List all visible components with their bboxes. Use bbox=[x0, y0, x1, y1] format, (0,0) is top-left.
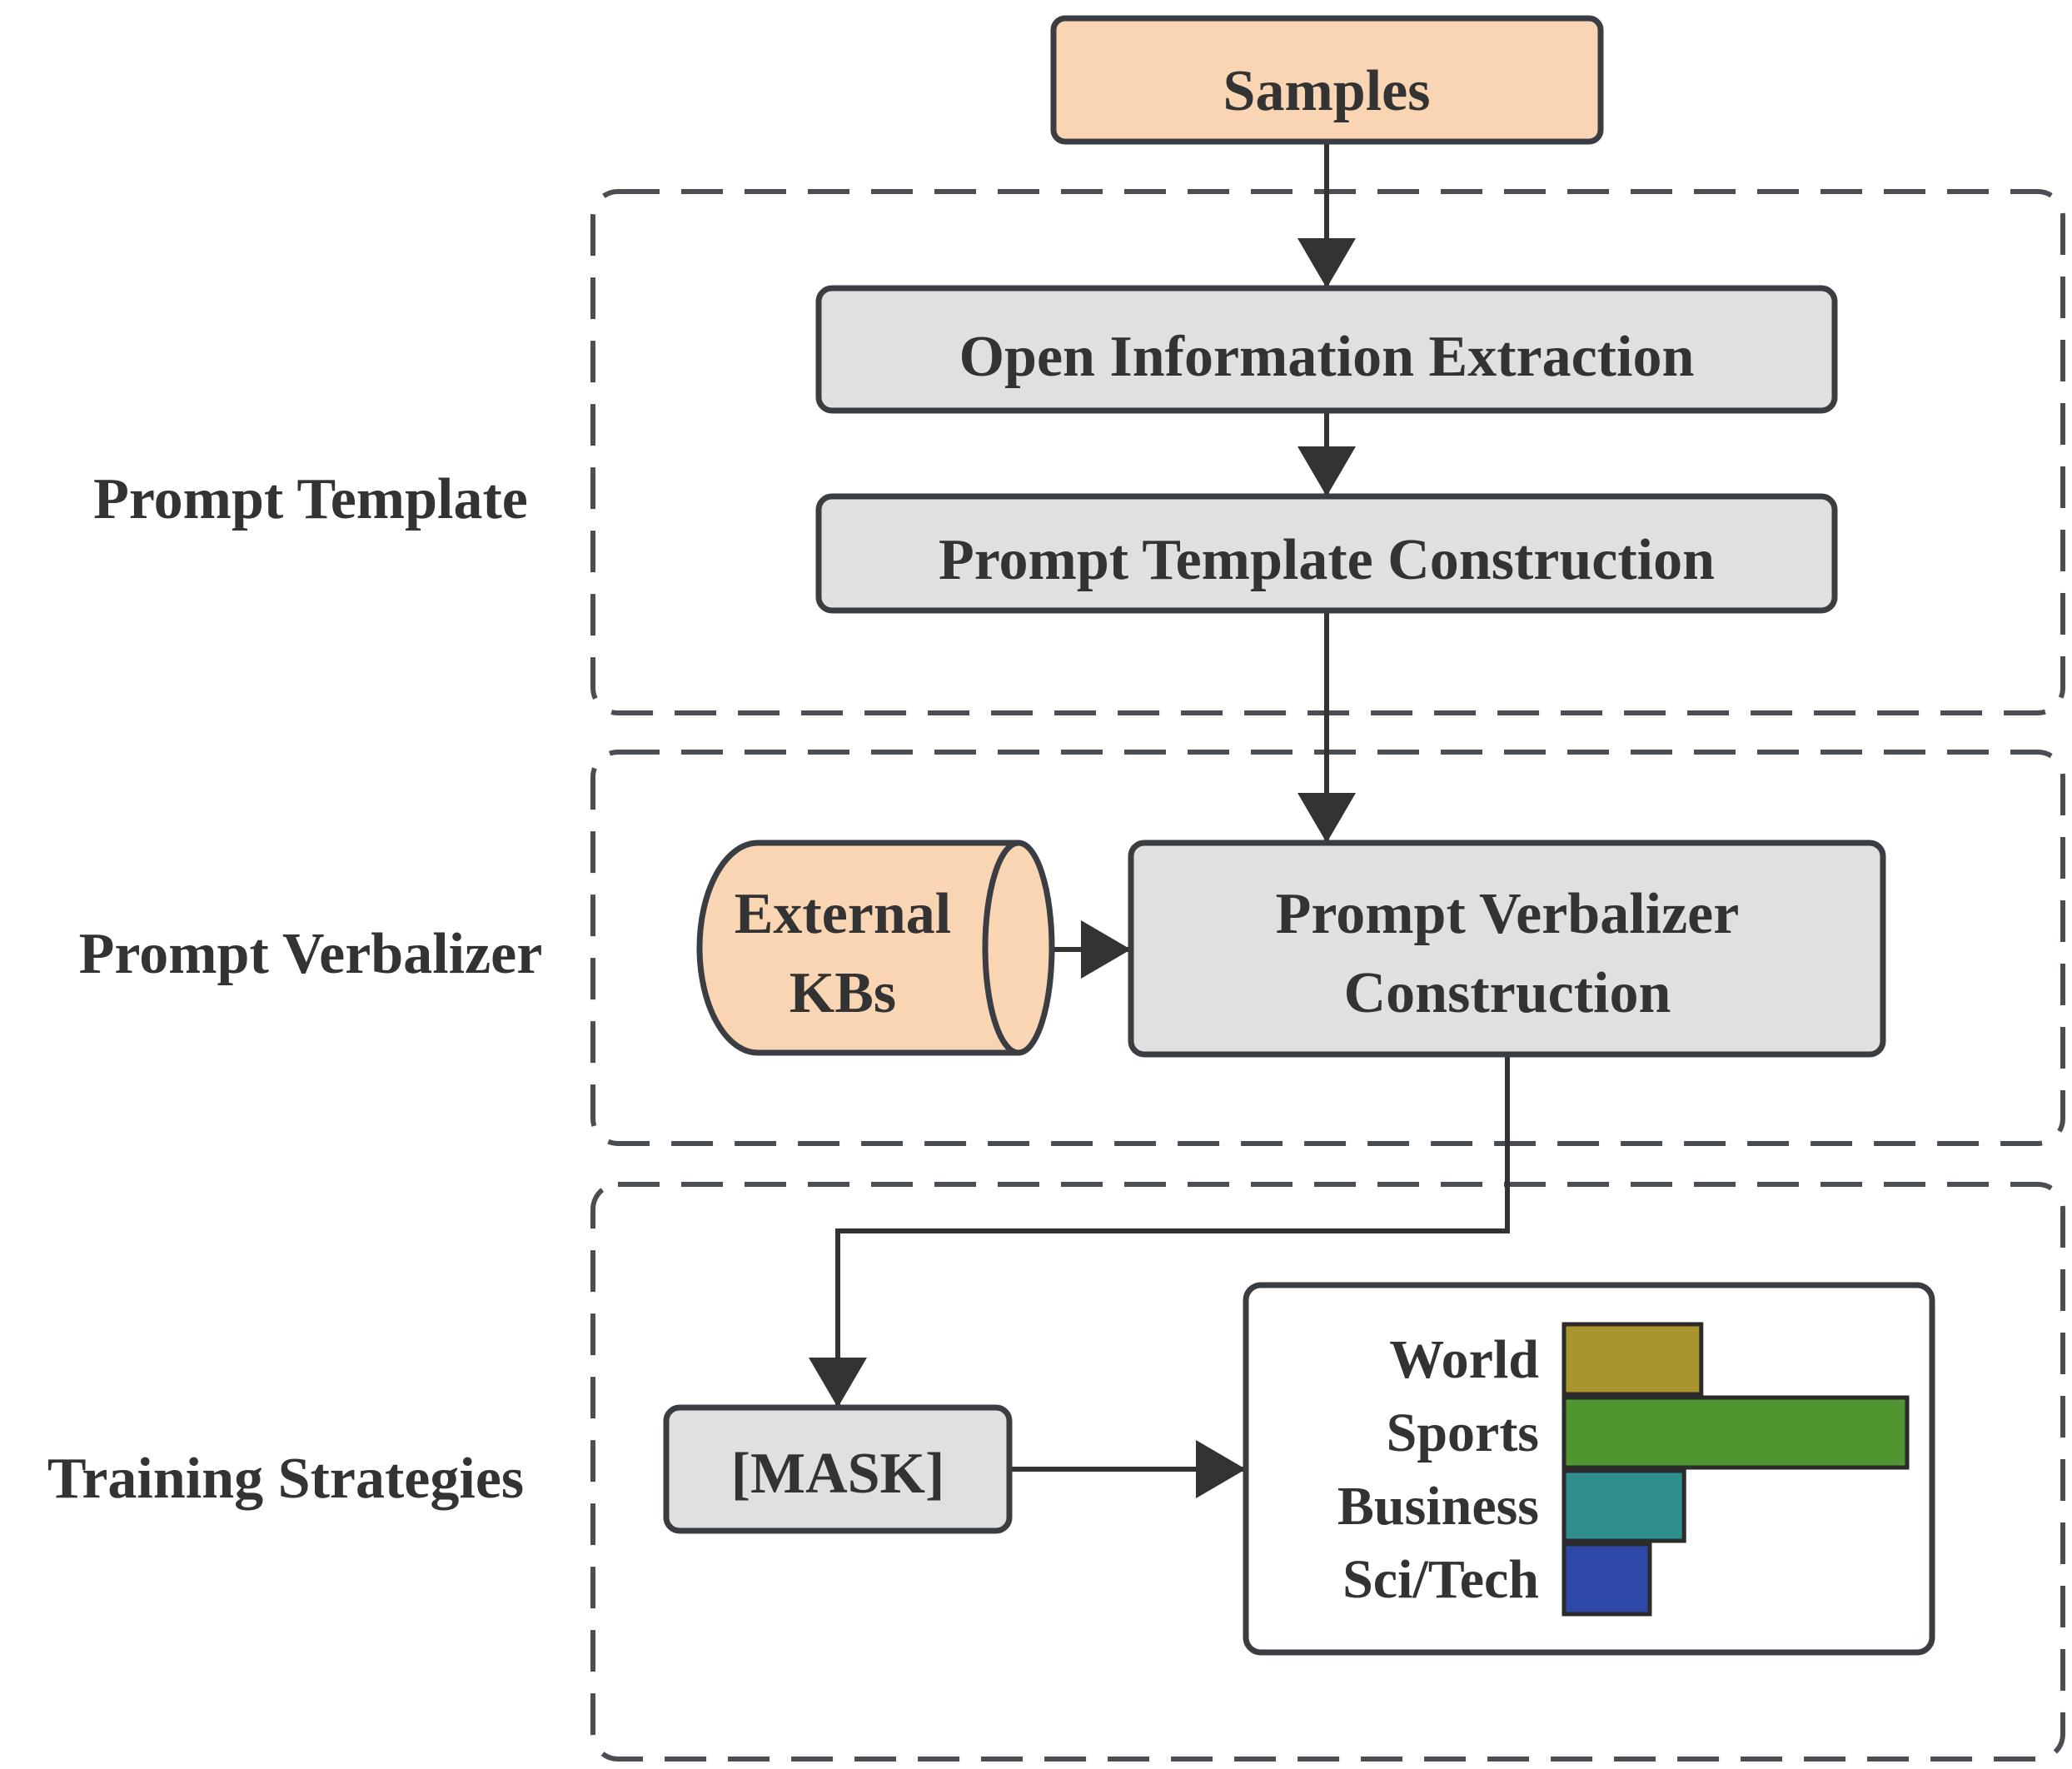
prompt-verbalizer-construction-label-line2: Construction bbox=[1344, 961, 1671, 1025]
mask-label: [MASK] bbox=[731, 1442, 945, 1506]
prompt-verbalizer-construction-node: Prompt Verbalizer Construction bbox=[1128, 840, 1886, 1058]
bars-layer bbox=[1561, 1322, 1910, 1617]
section-label-prompt-verbalizer: Prompt Verbalizer bbox=[79, 922, 543, 986]
bar-world bbox=[1561, 1322, 1704, 1397]
bar-business bbox=[1561, 1468, 1686, 1543]
bar-sports bbox=[1561, 1395, 1910, 1470]
prompt-template-construction-node: Prompt Template Construction bbox=[815, 493, 1838, 614]
samples-node: Samples bbox=[1050, 15, 1604, 145]
section-label-training-strategies: Training Strategies bbox=[47, 1447, 524, 1511]
samples-label: Samples bbox=[1223, 59, 1431, 123]
arrow-verbalizer-to-mask bbox=[809, 1054, 1510, 1408]
mask-node: [MASK] bbox=[663, 1404, 1013, 1534]
section-label-prompt-template: Prompt Template bbox=[93, 467, 528, 531]
training-strategies-group bbox=[590, 1182, 2065, 1762]
external-kbs-database: External KBs bbox=[696, 840, 1055, 1056]
bar-label-sci-tech: Sci/Tech bbox=[1342, 1549, 1539, 1610]
bar-label-business: Business bbox=[1337, 1476, 1539, 1537]
open-information-extraction-node: Open Information Extraction bbox=[815, 285, 1838, 414]
prompt-template-construction-label: Prompt Template Construction bbox=[939, 528, 1715, 592]
bar-label-world: World bbox=[1389, 1329, 1539, 1390]
bar-label-sports: Sports bbox=[1387, 1403, 1539, 1463]
prompt-verbalizer-construction-label-line1: Prompt Verbalizer bbox=[1276, 882, 1740, 946]
open-information-extraction-label: Open Information Extraction bbox=[959, 325, 1695, 389]
bar-sci-tech bbox=[1561, 1542, 1652, 1617]
external-kbs-label-line2: KBs bbox=[789, 961, 896, 1025]
external-kbs-label-line1: External bbox=[735, 882, 952, 946]
